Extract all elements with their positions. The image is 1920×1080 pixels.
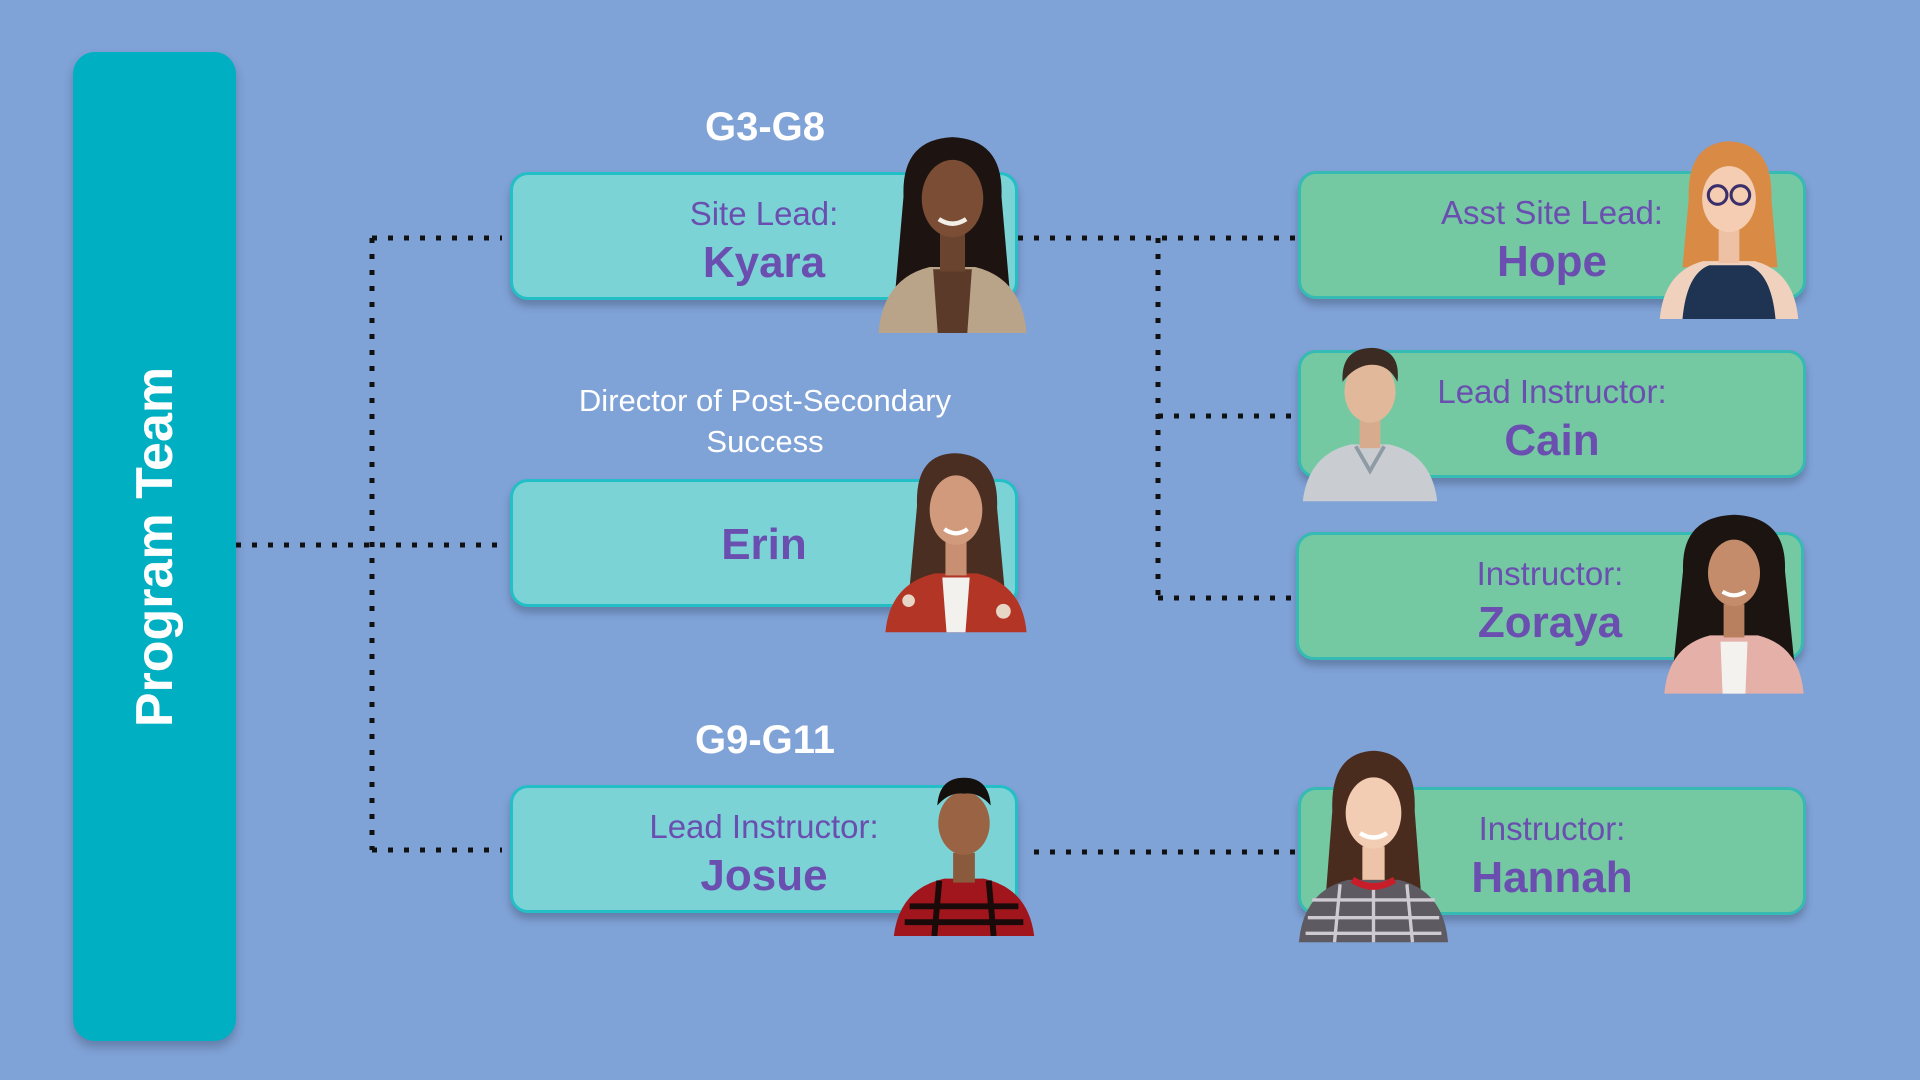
portrait-photo-icon (1659, 141, 1799, 319)
director-caption-line2: Success (706, 424, 824, 459)
role-label: Asst Site Lead: (1441, 194, 1663, 231)
portrait-photo-icon (893, 777, 1035, 936)
role-label: Lead Instructor: (1437, 373, 1667, 410)
person-name: Kyara (702, 238, 826, 287)
director-caption-line1: Director of Post-Secondary (578, 383, 952, 418)
portrait-photo-icon (1298, 750, 1449, 943)
person-name: Zoraya (1477, 598, 1623, 647)
person-name: Hope (1497, 237, 1607, 286)
role-label: Instructor: (1478, 810, 1626, 847)
group-heading-g9-g11: G9-G11 (694, 718, 836, 762)
group-heading-g3-g8: G3-G8 (704, 105, 826, 149)
role-label: Lead Instructor: (649, 808, 879, 845)
role-label: Site Lead: (689, 195, 839, 232)
program-team-bar: Program Team (73, 52, 236, 1041)
person-name: Josue (700, 851, 828, 900)
program-team-label: Program Team (125, 366, 184, 727)
portrait-photo-icon (885, 453, 1027, 633)
portrait-photo-icon (1302, 347, 1438, 502)
portrait-photo-icon (878, 137, 1027, 333)
director-caption: Director of Post-Secondary Success (515, 380, 1015, 462)
person-name: Erin (721, 520, 807, 569)
portrait-photo-icon (1664, 514, 1804, 694)
role-label: Instructor: (1476, 555, 1624, 592)
person-name: Hannah (1471, 853, 1633, 902)
person-name: Cain (1504, 416, 1600, 465)
